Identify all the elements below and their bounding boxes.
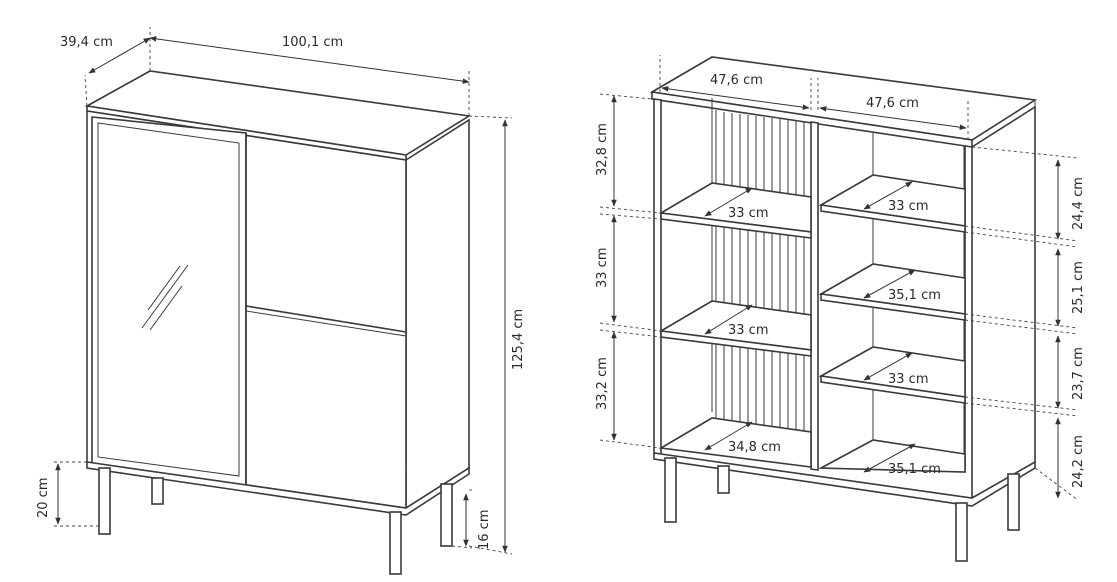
fluted-back-panel bbox=[715, 110, 805, 431]
leg bbox=[389, 511, 402, 575]
cabinet-side bbox=[405, 118, 470, 510]
left-height-2-label: 33 cm bbox=[595, 248, 610, 289]
right-height-3-label: 23,7 cm bbox=[1071, 347, 1086, 400]
right-depth-1-label: 33 cm bbox=[888, 199, 929, 214]
leg bbox=[151, 477, 164, 505]
open-left-side bbox=[653, 98, 662, 455]
closed-cabinet: 39,4 cm 100,1 cm 125,4 cm 20 cm 16 cm bbox=[36, 27, 526, 575]
right-depth-4-label: 35,1 cm bbox=[888, 462, 941, 477]
leg bbox=[440, 483, 453, 547]
leg bbox=[664, 457, 677, 523]
left-depth-3-label: 34,8 cm bbox=[728, 440, 781, 455]
leg bbox=[98, 467, 111, 535]
left-width-label: 47,6 cm bbox=[710, 73, 763, 88]
right-width-label: 47,6 cm bbox=[866, 96, 919, 111]
total-height-label: 125,4 cm bbox=[511, 309, 526, 370]
right-depth-3-label: 33 cm bbox=[888, 372, 929, 387]
open-side bbox=[971, 105, 1036, 502]
glass-reflection bbox=[147, 265, 181, 311]
right-height-1-label: 24,4 cm bbox=[1071, 177, 1086, 230]
middle-divider bbox=[810, 121, 819, 471]
base-rail bbox=[86, 461, 470, 516]
glass-pane bbox=[97, 122, 240, 477]
left-depth-1-label: 33 cm bbox=[728, 206, 769, 221]
leg bbox=[955, 502, 968, 562]
right-height-4-label: 24,2 cm bbox=[1071, 435, 1086, 488]
glass-reflection bbox=[141, 264, 189, 329]
leg-height-back-label: 16 cm bbox=[477, 510, 492, 551]
open-cabinet: 47,6 cm 47,6 cm 32,8 cm 33 cm 33,2 cm 24… bbox=[595, 55, 1086, 562]
right-depth-2-label: 35,1 cm bbox=[888, 288, 941, 303]
leg bbox=[717, 465, 730, 494]
left-depth-2-label: 33 cm bbox=[728, 323, 769, 338]
glass-reflection bbox=[149, 285, 183, 331]
right-height-2-label: 25,1 cm bbox=[1071, 261, 1086, 314]
door-split bbox=[245, 305, 407, 333]
leg bbox=[1007, 473, 1020, 531]
left-height-3-label: 33,2 cm bbox=[595, 357, 610, 410]
width-label: 100,1 cm bbox=[282, 35, 343, 50]
glass-door bbox=[91, 116, 247, 489]
leg-height-front-label: 20 cm bbox=[36, 478, 51, 519]
left-height-1-label: 32,8 cm bbox=[595, 123, 610, 176]
depth-label: 39,4 cm bbox=[60, 35, 113, 50]
